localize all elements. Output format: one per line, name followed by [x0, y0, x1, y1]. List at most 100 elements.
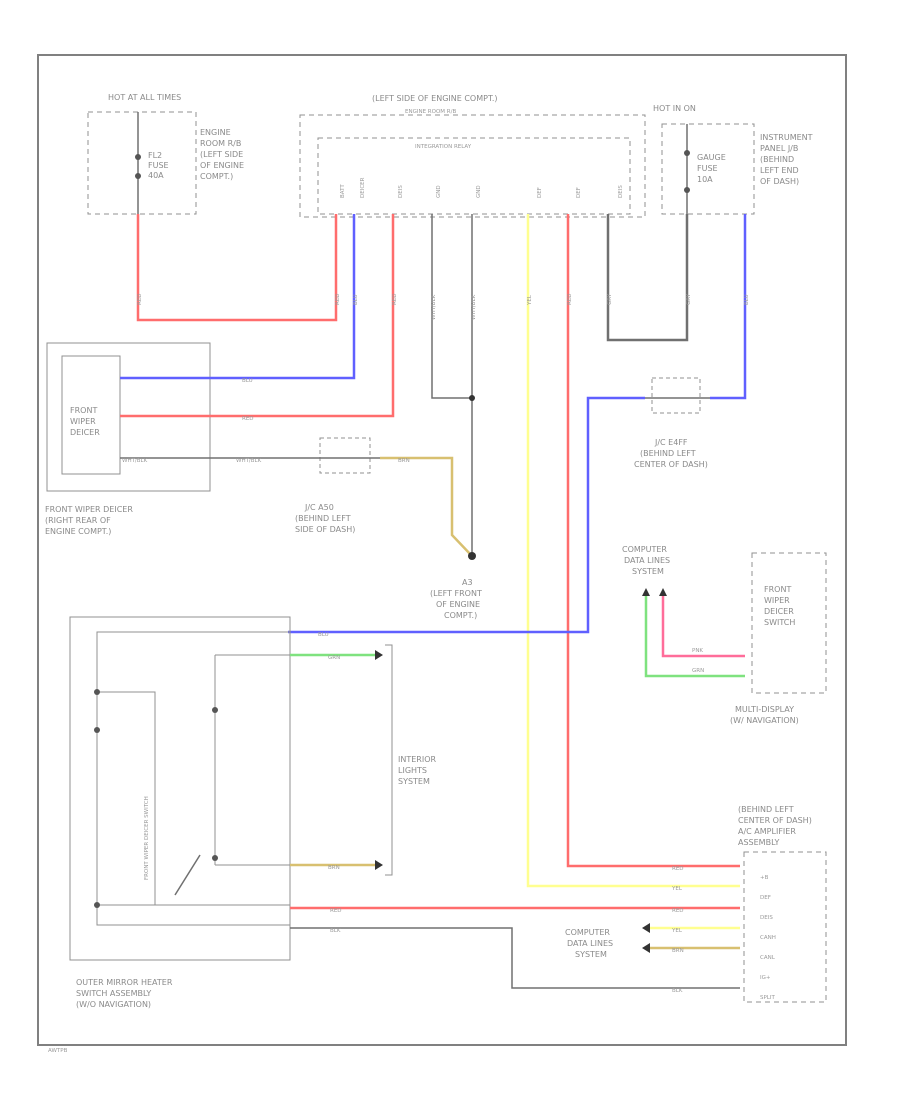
tag-blu-4: BLU [318, 632, 329, 638]
amp-pin-7: SPLIT [760, 995, 775, 1001]
tag-red-4: RED [567, 293, 573, 305]
ground-a3-label-4: COMPT.) [444, 611, 477, 620]
mirror-switch-outer-box [69, 616, 291, 961]
engine-room-rb-label-5: COMPT.) [200, 172, 233, 181]
cdl-2-label-3: SYSTEM [575, 950, 607, 959]
relay-pin-7: DEF [576, 187, 582, 198]
tag-gry-1: GRY [607, 293, 613, 305]
tag-blk-2: BLK [330, 928, 341, 934]
fl2-fuse-label-1: FL2 [148, 151, 162, 160]
wire-gnd-1 [431, 214, 472, 399]
deicer-location-3: ENGINE COMPT.) [45, 527, 111, 536]
cdl-1-arrow-pink [659, 588, 667, 596]
mirror-switch-label-2: SWITCH ASSEMBLY [76, 989, 151, 998]
wire-gauge-blu [710, 214, 747, 400]
cdl-1-label-2: DATA LINES [624, 556, 670, 565]
fl2-fuse-label-2: FUSE [148, 161, 169, 170]
tag-brn-3: BRN [672, 948, 684, 954]
ac-amplifier-block: (BEHIND LEFT CENTER OF DASH) A/C AMPLIFI… [738, 805, 827, 1003]
deicer-inner-box [61, 355, 121, 475]
wire-canl-grn [644, 596, 745, 678]
multi-display-label-2: (W/ NAVIGATION) [730, 716, 799, 725]
deicer-label-2: WIPER [70, 417, 96, 426]
jc-a50: J/C A50 (BEHIND LEFT SIDE OF DASH) [295, 437, 380, 534]
tag-blk: BLK [672, 988, 683, 994]
amp-pin-5: CANL [760, 955, 776, 961]
tag-red-2: RED [335, 293, 341, 305]
relay-pin-1: BATT [340, 184, 346, 198]
ac-amp-label-2: CENTER OF DASH) [738, 816, 812, 825]
relay-pin-2: DEICER [360, 177, 366, 198]
integration-relay-label: INTEGRATION RELAY [415, 144, 472, 150]
jc-a50-label-3: SIDE OF DASH) [295, 525, 355, 534]
ground-a3-dot [468, 552, 476, 560]
wire-deis-gry [606, 214, 689, 342]
multi-display-box [751, 552, 827, 694]
mdswitch-label-2: WIPER [764, 596, 790, 605]
tag-blu-2: BLU [744, 294, 750, 305]
mirror-switch-label-1: OUTER MIRROR HEATER [76, 978, 173, 987]
tag-whtblk-3: WHT/BLK [122, 458, 148, 464]
front-wiper-deicer-block: FRONT WIPER DEICER FRONT WIPER DEICER (R… [45, 342, 211, 536]
wire-deicer-blu [120, 214, 356, 380]
hot-in-on-label: HOT IN ON [653, 104, 696, 113]
instrument-panel-label-4: LEFT END [760, 166, 799, 175]
gauge-fuse-label-3: 10A [697, 175, 713, 184]
mirror-switch-vertical-label: FRONT WIPER DEICER SWITCH [144, 796, 150, 880]
interior-lights-label-2: LIGHTS [398, 766, 427, 775]
jc-a50-label-2: (BEHIND LEFT [295, 514, 351, 523]
tag-brn-1: BRN [398, 458, 410, 464]
switch-amp-wires: RED YEL RED YEL BRN BLK RED BLK [290, 866, 740, 994]
jc-e4ff: J/C E4FF (BEHIND LEFT CENTER OF DASH) [634, 377, 710, 469]
wire-batt-red [136, 214, 338, 322]
wires-top [120, 214, 747, 888]
integration-relay-box [317, 137, 631, 215]
wire-ig-blk [290, 927, 740, 989]
relay-pin-4: GND [436, 185, 442, 198]
cdl-2-label-2: DATA LINES [567, 939, 613, 948]
mdswitch-label-1: FRONT [764, 585, 791, 594]
deicer-label-1: FRONT [70, 406, 97, 415]
fl2-fuse-block: HOT AT ALL TIMES FL2 FUSE 40A ENGINE ROO… [87, 93, 244, 215]
computer-data-lines-2: COMPUTER DATA LINES SYSTEM [565, 928, 613, 959]
cdl-1-label-1: COMPUTER [622, 545, 667, 554]
cdl-2-label-1: COMPUTER [565, 928, 610, 937]
fl2-fuse-terminal-bottom [135, 173, 141, 179]
tag-red-7: RED [672, 908, 684, 914]
wire-deis-red [120, 214, 395, 418]
ground-a3-label-2: (LEFT FRONT [430, 589, 482, 598]
engine-room-rb-label-2: ROOM R/B [200, 139, 241, 148]
tag-yel-1: YEL [527, 294, 533, 306]
footer-code: AWTPB [48, 1048, 68, 1054]
deicer-label-3: DEICER [70, 428, 100, 437]
interior-lights-label-3: SYSTEM [398, 777, 430, 786]
amp-pin-6: IG+ [760, 975, 771, 981]
relay-location-label: (LEFT SIDE OF ENGINE COMPT.) [372, 94, 498, 103]
tag-brn-2: BRN [328, 865, 340, 871]
mirror-switch-label-3: (W/O NAVIGATION) [76, 1000, 151, 1009]
gnd-junction-dot [469, 395, 475, 401]
switch-contact [174, 854, 201, 896]
gauge-fuse-terminal-bottom [684, 187, 690, 193]
interior-lights-label-1: INTERIOR [398, 755, 437, 764]
ac-amp-label-4: ASSEMBLY [738, 838, 779, 847]
tag-whtblk-4: WHT/BLK [236, 458, 262, 464]
diagram-frame [37, 54, 847, 1046]
gauge-fuse-block: HOT IN ON GAUGE FUSE 10A INSTRUMENT PANE… [653, 104, 813, 215]
multi-display-label-1: MULTI-DISPLAY [735, 705, 794, 714]
mdswitch-label-3: DEICER [764, 607, 794, 616]
gauge-fuse-terminal-top [684, 150, 690, 156]
hot-at-all-times-label: HOT AT ALL TIMES [108, 93, 181, 102]
amp-pin-3: DEIS [760, 915, 773, 921]
tag-red-5: RED [242, 416, 254, 422]
tag-yel-2: YEL [671, 886, 683, 892]
ac-amp-label-1: (BEHIND LEFT [738, 805, 794, 814]
relay-rb-label: ENGINE ROOM R/B [405, 109, 456, 115]
engine-room-rb-label-3: (LEFT SIDE [200, 150, 243, 159]
relay-pin-6: DEF [537, 187, 543, 198]
tag-grn-2: GRN [328, 655, 340, 661]
wire-tags: RED RED BLU RED WHT/BLK WHT/BLK YEL RED … [122, 293, 750, 638]
wire-def-yel [526, 214, 740, 888]
wire-def-red [566, 214, 740, 868]
